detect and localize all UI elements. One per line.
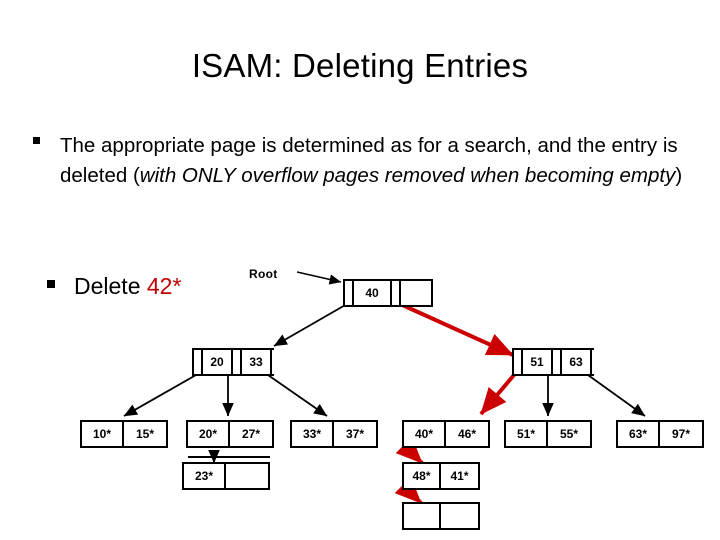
square-bullet-icon	[33, 137, 40, 144]
index-left-key-33: 33	[242, 350, 272, 374]
leaf-4-entry-2: 46*	[457, 427, 477, 441]
edge-index-left-to-leaf-3	[267, 374, 328, 417]
leaf-node-3[interactable]: 33* 37*	[290, 420, 378, 448]
leaf-node-5[interactable]: 51* 55*	[504, 420, 592, 448]
page-title: ISAM: Deleting Entries	[191, 47, 529, 84]
leaf-2-entry-2: 27*	[241, 427, 261, 441]
leaf-2-entry-1: 20*	[188, 422, 230, 446]
leaf-node-6[interactable]: 63* 97*	[616, 420, 704, 448]
delete-label: Delete	[74, 273, 147, 299]
index-left-pointer-2[interactable]	[272, 350, 281, 374]
overflow-node-3[interactable]	[402, 502, 480, 530]
index-right-pointer-0[interactable]	[514, 350, 523, 374]
overflow-1-entry-1: 23*	[184, 464, 226, 488]
index-right-key-63: 63	[562, 350, 592, 374]
edge-overflow-2-to-overflow-3-red	[394, 476, 423, 505]
leaf-6-entry-2: 97*	[671, 427, 691, 441]
root-node-empty	[401, 281, 431, 305]
leaf-1-entry-1: 10*	[82, 422, 124, 446]
bullet-item-2: Delete 42*	[47, 271, 307, 301]
leaf-node-4[interactable]: 40* 46*	[402, 420, 490, 448]
overflow-3-entry-1	[404, 504, 441, 528]
edge-index-left-to-leaf-1	[123, 374, 197, 417]
bullet-item-1-text: The appropriate page is determined as fo…	[60, 131, 709, 191]
overflow-1-entry-2	[226, 464, 268, 488]
root-node[interactable]: 40	[343, 279, 433, 307]
overflow-2-entry-1: 48*	[404, 464, 441, 488]
edge-root-to-index-right-red	[388, 297, 514, 357]
overflow-2-entry-2: 41*	[450, 469, 469, 483]
leaf-5-entry-1: 51*	[506, 422, 548, 446]
leaf-4-entry-1: 40*	[404, 422, 446, 446]
index-right-pointer-2[interactable]	[592, 350, 601, 374]
leaf-6-entry-1: 63*	[618, 422, 660, 446]
root-node-pointer-0[interactable]	[345, 281, 354, 305]
overflow-3-entry-2	[441, 504, 478, 528]
index-node-right[interactable]: 51 63	[512, 348, 601, 376]
index-left-key-20: 20	[203, 350, 233, 374]
root-node-key-40: 40	[354, 281, 392, 305]
leaf-3-entry-2: 37*	[345, 427, 365, 441]
bullet-1-italic: with ONLY overflow pages removed when be…	[139, 164, 676, 187]
bullet-1-plain: The appropriate page is determined as fo…	[60, 134, 678, 187]
root-caption: Root	[249, 267, 278, 281]
index-left-pointer-0[interactable]	[194, 350, 203, 374]
edge-index-right-to-leaf-4-red	[479, 373, 516, 416]
edge-root-to-index-left	[273, 303, 348, 347]
leaf-node-1[interactable]: 10* 15*	[80, 420, 168, 448]
root-node-pointer-1[interactable]	[392, 281, 401, 305]
index-right-key-51: 51	[523, 350, 553, 374]
leaf-1-entry-2: 15*	[135, 427, 155, 441]
delete-key-value: 42*	[146, 273, 182, 299]
square-bullet-icon	[47, 280, 55, 288]
leaf-3-entry-1: 33*	[292, 422, 334, 446]
leaf-5-entry-2: 55*	[559, 427, 579, 441]
leaf-node-2[interactable]: 20* 27*	[186, 420, 274, 448]
overflow-node-1[interactable]: 23*	[182, 462, 270, 490]
index-node-left[interactable]: 20 33	[192, 348, 281, 376]
edge-leaf-4-to-overflow-2-red	[395, 436, 424, 465]
bullet-item-2-text: Delete 42*	[74, 271, 307, 301]
edge-index-right-to-leaf-6	[587, 374, 646, 417]
overflow-node-2[interactable]: 48* 41*	[402, 462, 480, 490]
index-left-pointer-1[interactable]	[233, 350, 242, 374]
bullet-1-tail: )	[675, 164, 683, 187]
bullet-item-1: The appropriate page is determined as fo…	[33, 131, 709, 191]
index-right-pointer-1[interactable]	[553, 350, 562, 374]
